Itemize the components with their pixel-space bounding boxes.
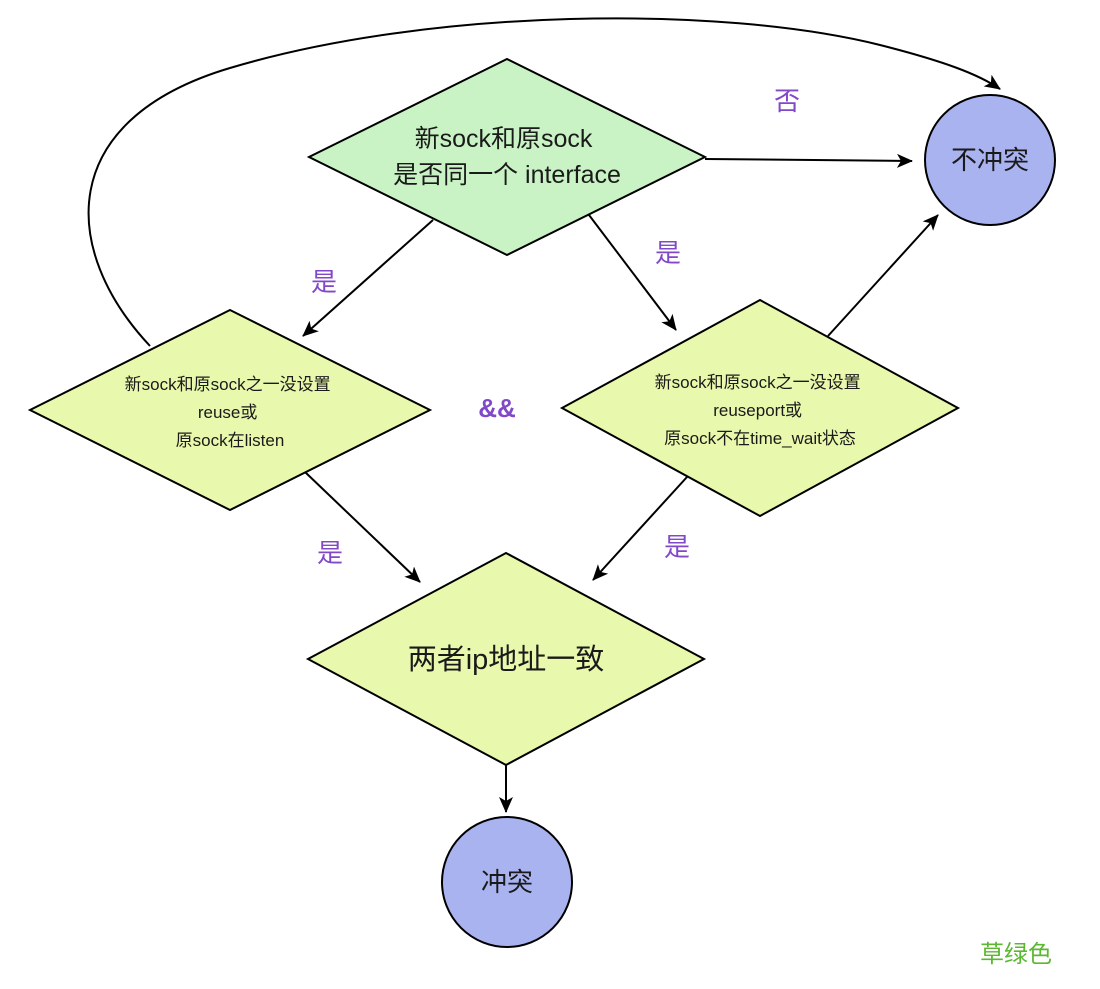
top-decision-label: 新sock和原sock 是否同一个 interface [393,125,621,189]
left-decision-diamond [27,308,433,512]
node-top-decision: 新sock和原sock 是否同一个 interface [306,57,708,257]
bottom-decision-label: 两者ip地址一致 [408,643,605,676]
edge-labels: 否 是 是 是 是 && [311,86,800,568]
edge-top-decision-yes-right [588,214,677,331]
edge-top-decision-no [704,153,913,168]
bottom-decision-diamond [305,551,707,767]
edge-label-yes-bottom-left: 是 [317,538,343,568]
right-decision-label: 新sock和原sock之一没设置 reuseport或 原sock不在time_… [655,373,866,448]
conflict-circle [441,816,573,948]
left-decision-label: 新sock和原sock之一没设置 reuse或 原sock在listen [125,375,336,450]
node-left-decision: 新sock和原sock之一没设置 reuse或 原sock在listen [27,308,433,512]
node-conflict: 冲突 [441,816,573,948]
edge-label-yes-bottom-right: 是 [664,532,690,562]
conflict-label: 冲突 [481,867,533,897]
no-conflict-label: 不冲突 [951,145,1029,175]
edge-top-decision-yes-left [302,219,434,337]
theme-color-note: 草绿色 [980,941,1052,968]
and-operator-label: && [478,393,516,423]
node-no-conflict: 不冲突 [924,94,1056,226]
edge-left-decision-yes [304,471,421,583]
edge-label-yes-top-left: 是 [311,267,337,297]
edge-left-decision-to-no-conflict [87,17,1001,347]
edges [87,17,1001,813]
top-decision-diamond [306,57,708,257]
edge-label-no: 否 [774,86,800,116]
no-conflict-circle [924,94,1056,226]
edge-right-decision-to-no-conflict [827,214,939,337]
edge-right-decision-yes [592,476,688,581]
node-bottom-decision: 两者ip地址一致 [305,551,707,767]
right-decision-diamond [559,298,961,518]
edge-label-yes-top-right: 是 [655,238,681,268]
node-right-decision: 新sock和原sock之一没设置 reuseport或 原sock不在time_… [559,298,961,518]
